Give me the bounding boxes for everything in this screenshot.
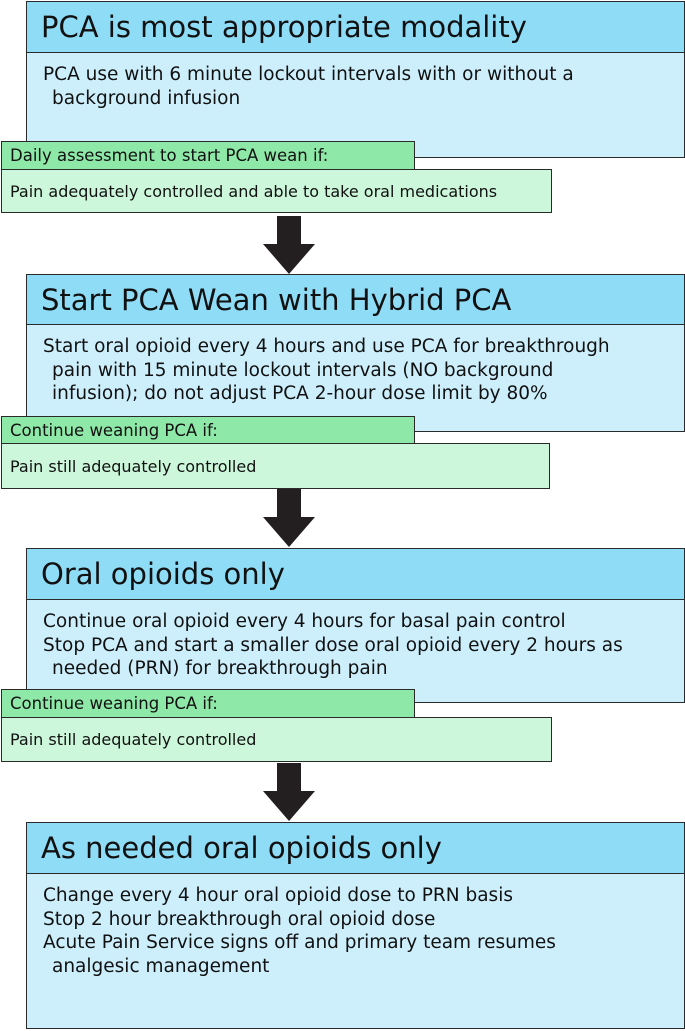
down-arrow-icon bbox=[263, 489, 315, 547]
criterion-2-condition: Pain still adequately controlled bbox=[1, 443, 550, 489]
criterion-1-label: Daily assessment to start PCA wean if: bbox=[1, 141, 415, 170]
down-arrow-icon bbox=[263, 763, 315, 821]
step-2-line-1: Start oral opioid every 4 hours and use … bbox=[43, 336, 610, 357]
step-1-body: PCA use with 6 minute lockout intervals … bbox=[26, 52, 685, 158]
arrow-shape bbox=[263, 763, 315, 821]
criterion-3-condition: Pain still adequately controlled bbox=[1, 717, 552, 762]
criterion-1-condition: Pain adequately controlled and able to t… bbox=[1, 169, 552, 213]
step-4-line-1: Change every 4 hour oral opioid dose to … bbox=[43, 885, 513, 906]
step-4-title: As needed oral opioids only bbox=[26, 822, 685, 874]
step-2-line-2: pain with 15 minute lockout intervals (N… bbox=[52, 359, 554, 381]
step-4-body: Change every 4 hour oral opioid dose to … bbox=[26, 873, 685, 1029]
step-3-line-2: Stop PCA and start a smaller dose oral o… bbox=[43, 634, 623, 656]
step-3-title: Oral opioids only bbox=[26, 548, 685, 600]
step-1-title: PCA is most appropriate modality bbox=[26, 1, 685, 53]
down-arrow-icon bbox=[263, 216, 315, 274]
criterion-2-label: Continue weaning PCA if: bbox=[1, 416, 415, 444]
step-2-line-3: infusion); do not adjust PCA 2-hour dose… bbox=[52, 383, 548, 404]
step-4-line-2: Stop 2 hour breakthrough oral opioid dos… bbox=[43, 908, 436, 930]
step-4-line-3: Acute Pain Service signs off and primary… bbox=[43, 932, 556, 953]
step-3-line-3: needed (PRN) for breakthrough pain bbox=[52, 658, 388, 679]
step-2-title: Start PCA Wean with Hybrid PCA bbox=[26, 274, 685, 325]
arrow-shape bbox=[263, 216, 315, 274]
step-1-line-2: background infusion bbox=[52, 87, 241, 109]
criterion-3-label: Continue weaning PCA if: bbox=[1, 689, 415, 718]
step-4-line-4: analgesic management bbox=[52, 955, 270, 977]
arrow-shape bbox=[263, 489, 315, 547]
step-3-line-1: Continue oral opioid every 4 hours for b… bbox=[43, 611, 566, 632]
step-3-body: Continue oral opioid every 4 hours for b… bbox=[26, 599, 685, 703]
step-1-line-1: PCA use with 6 minute lockout intervals … bbox=[43, 64, 574, 85]
step-2-body: Start oral opioid every 4 hours and use … bbox=[26, 324, 685, 432]
